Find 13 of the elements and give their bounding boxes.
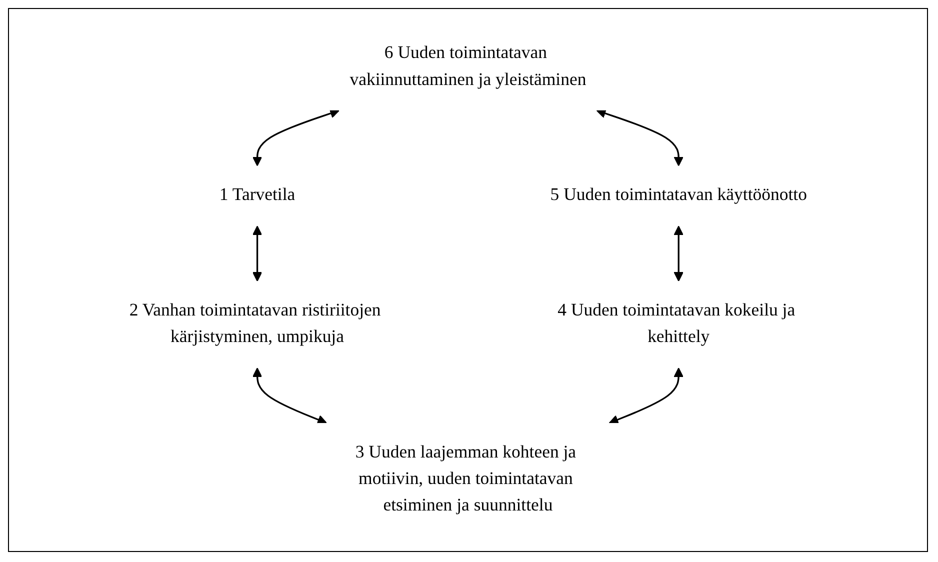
- node-text: 6 Uuden toimintatavan vakiinnuttaminen ja yleistäminen: [350, 44, 586, 90]
- arrow: [608, 368, 684, 424]
- node-text: 1 Tarvetila: [219, 186, 296, 205]
- arrow: [674, 226, 684, 282]
- node-text: 4 Uuden toimintatavan kokeilu ja kehittely: [558, 301, 796, 347]
- node-text: 3 Uuden laajemman kohteen ja motiivin, uuden toimintatavan etsiminen ja suunnittelu: [355, 442, 576, 516]
- arrow: [252, 108, 340, 166]
- node-text: 2 Vanhan toimintatavan ristiriitojen kärjistyminen, umpikuja: [129, 301, 381, 347]
- cycle-diagram: 6 Uuden toimintatavan vakiinnuttaminen ja yleistäminen 1 Tarvetila 5 Uuden toimintatavan käyttöönotto 2 Vanhan toimintatavan ristiriitojen kärjistyminen, umpikuja 4 Uuden toimintatavan kokeilu ja kehittely 3 Uuden laajemman kohteen ja motiivin, uuden toimintatavan etsiminen ja suunnittelu: [71, 15, 865, 545]
- arrow: [596, 108, 684, 166]
- node-text: 5 Uuden toimintatavan käyttöönotto: [550, 186, 807, 205]
- arrow: [252, 226, 262, 282]
- arrow: [252, 368, 328, 424]
